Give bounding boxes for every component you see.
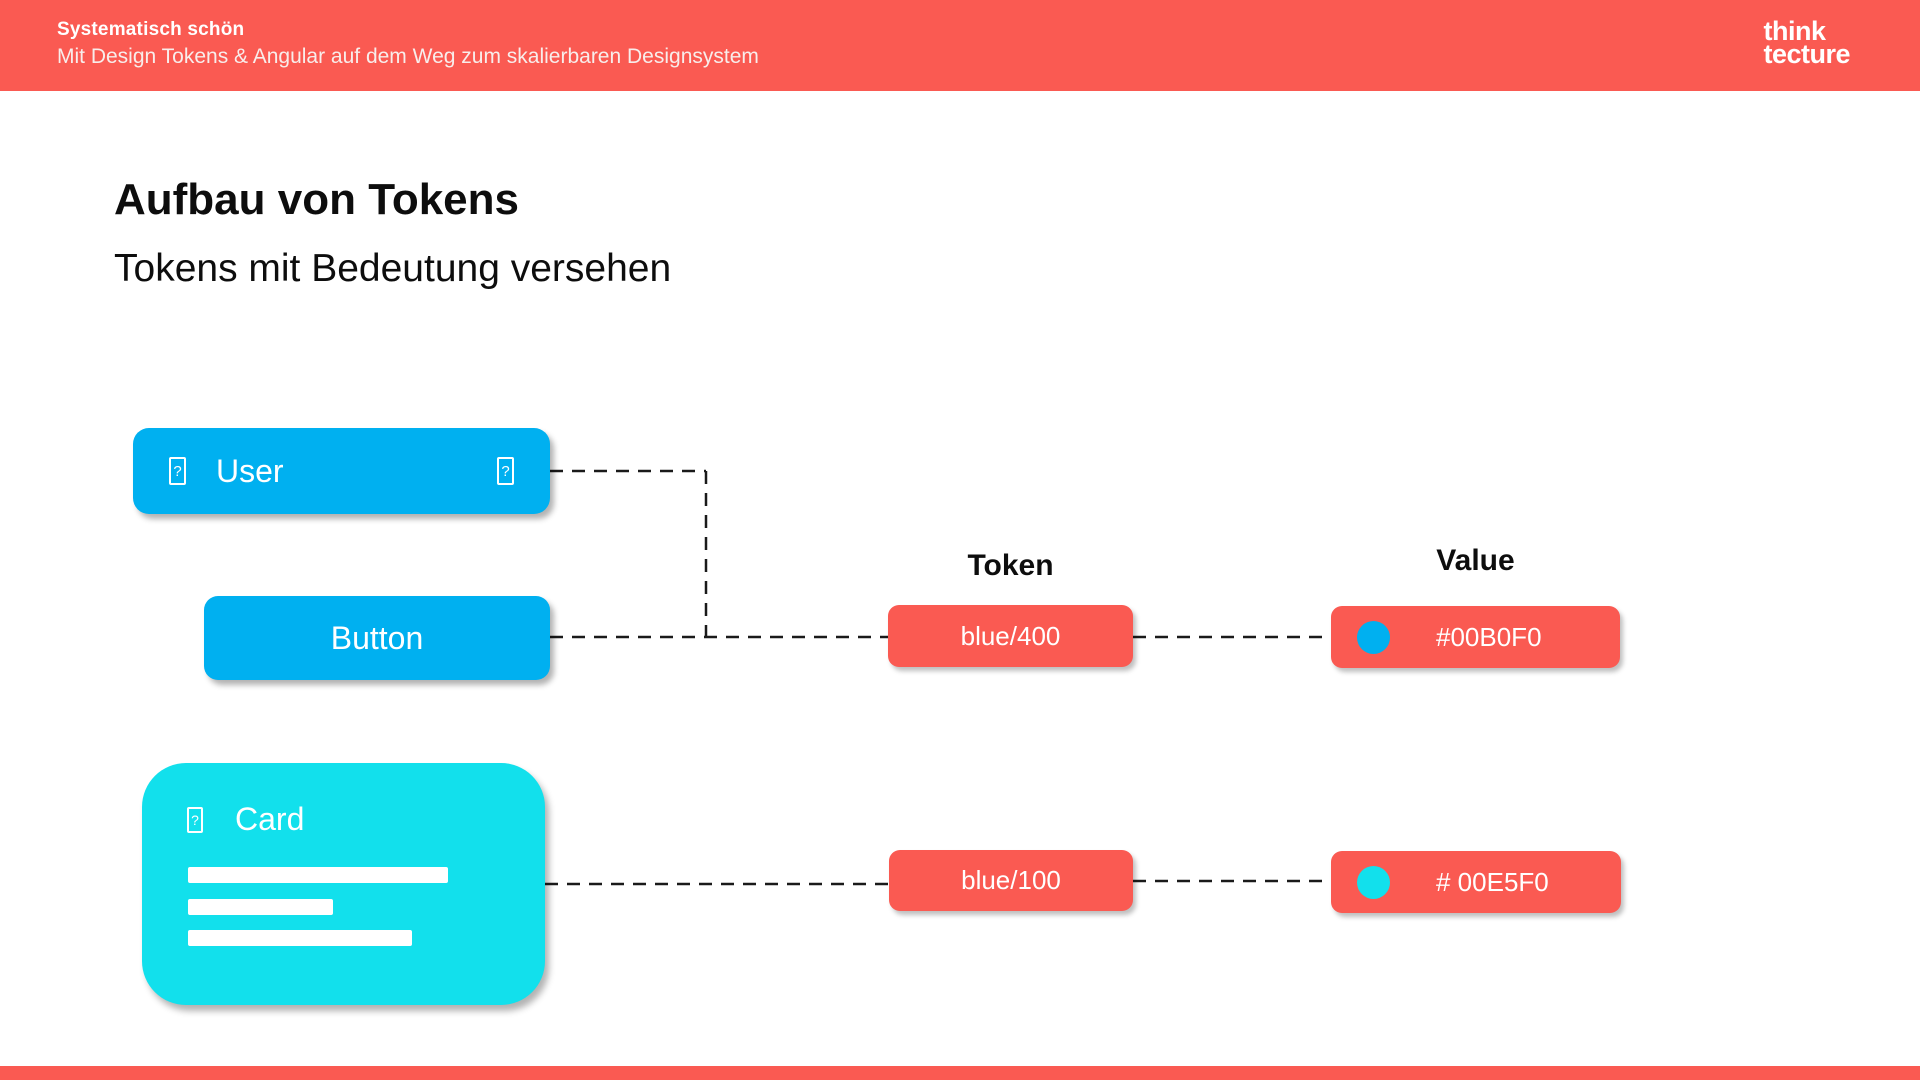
value-box-00b0f0: #00B0F0 (1331, 606, 1620, 668)
color-swatch-circle (1357, 865, 1390, 899)
missing-glyph-icon: ? (497, 457, 514, 485)
footer-accent-bar (0, 1066, 1920, 1080)
value-label: #00B0F0 (1436, 621, 1542, 652)
button-label: Button (330, 619, 424, 656)
token-column-header: Token (967, 549, 1054, 582)
card-text-placeholder (188, 867, 448, 883)
logo-line-2: tecture (1763, 39, 1850, 69)
token-label: blue/100 (961, 865, 1061, 895)
card-text-placeholder (188, 899, 333, 915)
deck-title: Systematisch schön (57, 19, 245, 40)
button-component-box: Button (204, 596, 550, 680)
logo-line-1: think (1763, 16, 1826, 46)
card-title-row: ? Card (187, 801, 304, 838)
slide-subtitle: Tokens mit Bedeutung versehen (114, 247, 672, 290)
token-label: blue/400 (960, 620, 1061, 651)
card-text-placeholder (188, 930, 412, 946)
header-bar: Systematisch schön Mit Design Tokens & A… (0, 0, 1920, 91)
user-component-box: ? User ? (133, 428, 550, 514)
token-box-blue-400: blue/400 (888, 605, 1133, 667)
thinktecture-logo: think tecture (1763, 16, 1850, 69)
card-component-box: ? Card (142, 763, 545, 1005)
slide-title: Aufbau von Tokens (114, 175, 519, 224)
missing-glyph-icon: ? (187, 806, 203, 833)
token-box-blue-100: blue/100 (889, 850, 1133, 911)
value-box-00e5f0: # 00E5F0 (1331, 851, 1621, 913)
value-label: # 00E5F0 (1436, 866, 1549, 897)
color-swatch-circle (1357, 620, 1390, 654)
deck-subtitle: Mit Design Tokens & Angular auf dem Weg … (57, 45, 759, 68)
card-label: Card (235, 801, 305, 837)
value-column-header: Value (1436, 544, 1515, 577)
missing-glyph-icon: ? (169, 457, 186, 485)
user-label: User (216, 452, 284, 489)
